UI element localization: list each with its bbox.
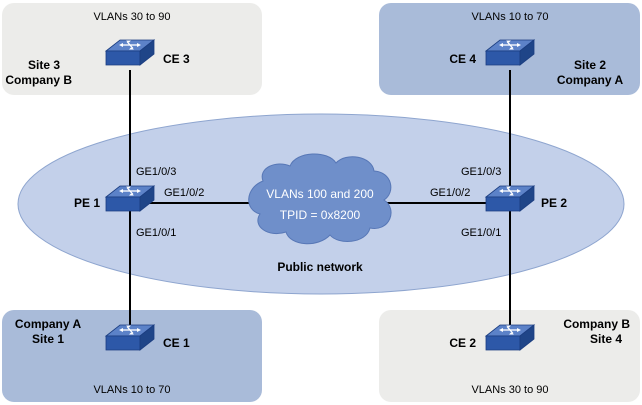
- pe2-port-ge103: GE1/0/3: [461, 166, 501, 178]
- pe2-label: PE 2: [541, 196, 567, 210]
- site4-box: [379, 310, 640, 402]
- pe1-port-ge101: GE1/0/1: [136, 227, 176, 239]
- ce4-label: CE 4: [449, 52, 476, 66]
- provider-cloud-icon: [248, 153, 392, 245]
- site4-company-label: Company B: [563, 317, 630, 331]
- ce3-label: CE 3: [163, 52, 190, 66]
- site3-site-label: Site 3: [28, 58, 60, 72]
- pe1-port-ge103: GE1/0/3: [136, 166, 176, 178]
- site3-vlans-label: VLANs 30 to 90: [93, 11, 170, 23]
- site4-site-label: Site 4: [590, 332, 622, 346]
- site1-site-label: Site 1: [32, 332, 64, 346]
- site2-vlans-label: VLANs 10 to 70: [471, 11, 548, 23]
- site1-vlans-label: VLANs 10 to 70: [93, 384, 170, 396]
- pe2-port-ge102: GE1/0/2: [430, 187, 470, 199]
- ce1-label: CE 1: [163, 336, 190, 350]
- pe2-port-ge101: GE1/0/1: [461, 227, 501, 239]
- site2-company-label: Company A: [557, 73, 624, 87]
- site1-box: [2, 310, 262, 402]
- pe1-port-ge102: GE1/0/2: [164, 187, 204, 199]
- cloud-tpid-label: TPID = 0x8200: [280, 208, 361, 222]
- site4-vlans-label: VLANs 30 to 90: [471, 384, 548, 396]
- public-network-label: Public network: [277, 260, 363, 274]
- cloud-vlans-label: VLANs 100 and 200: [266, 187, 374, 201]
- site3-company-label: Company B: [5, 73, 72, 87]
- site2-site-label: Site 2: [574, 58, 606, 72]
- site1-company-label: Company A: [15, 317, 82, 331]
- pe1-label: PE 1: [74, 196, 100, 210]
- ce2-label: CE 2: [449, 336, 476, 350]
